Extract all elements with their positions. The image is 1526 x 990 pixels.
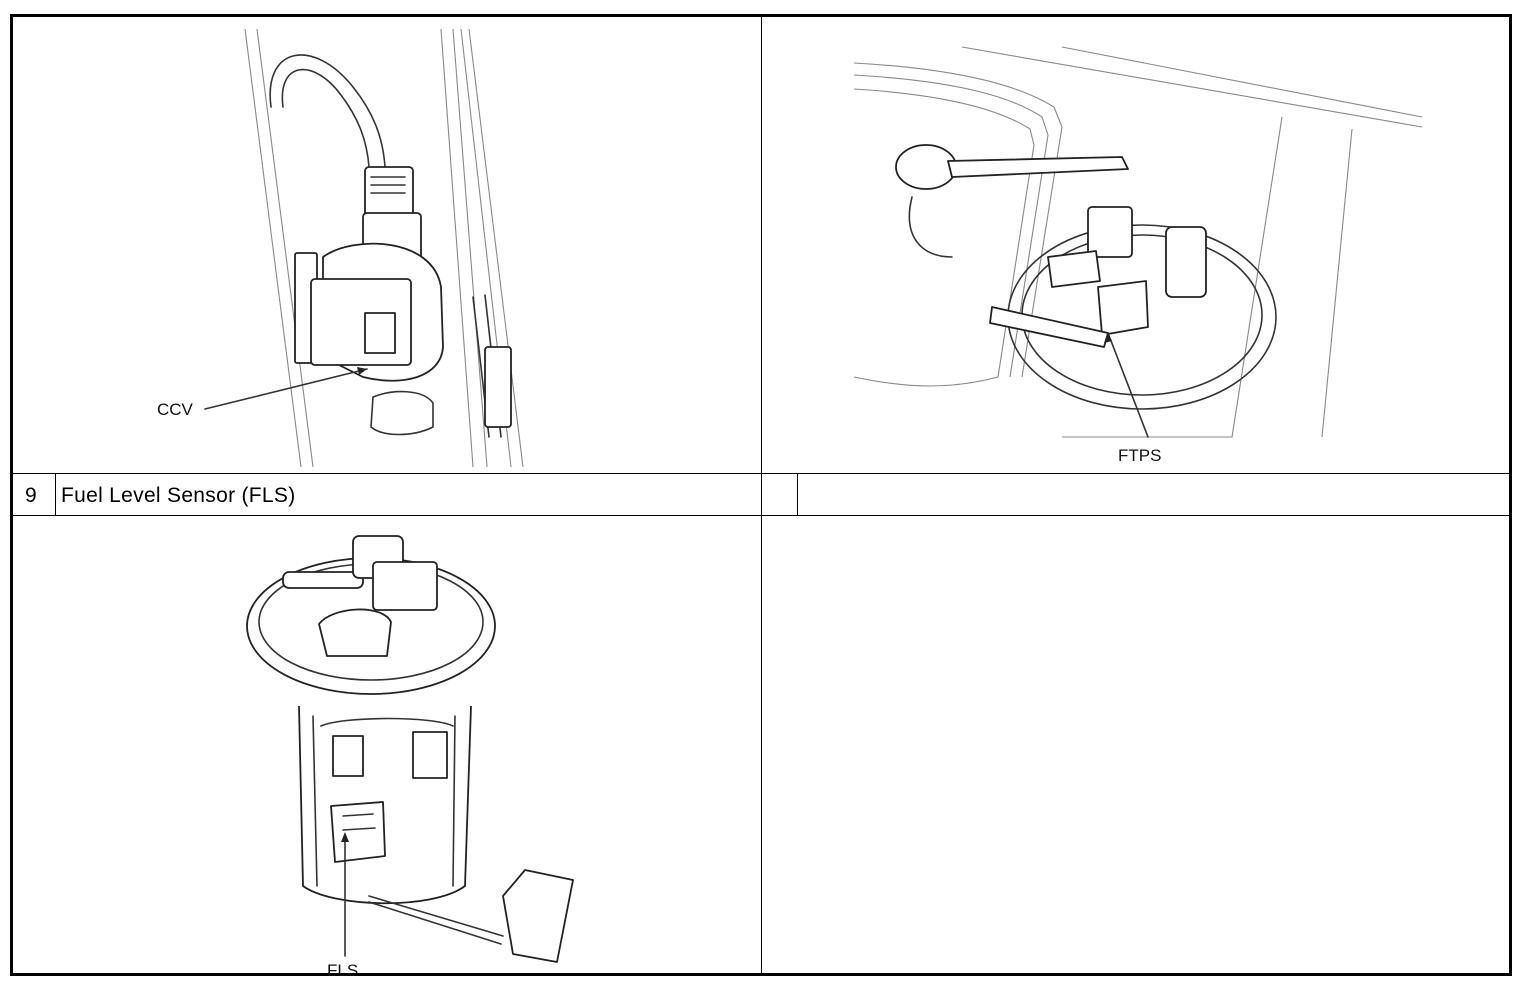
column-divider (761, 17, 762, 973)
index-divider-left (55, 473, 56, 515)
ftps-callout: FTPS (1118, 446, 1161, 465)
ftps-illustration: FTPS (853, 46, 1423, 465)
ccv-illustration: CCV (157, 28, 524, 468)
row-title-left: Fuel Level Sensor (FLS) (61, 484, 296, 507)
component-table: 9 Fuel Level Sensor (FLS) CCV (10, 14, 1512, 980)
ccv-callout: CCV (157, 400, 194, 419)
index-divider-right (797, 473, 798, 515)
row-divider-top (13, 473, 1509, 474)
fls-callout: FLS (327, 961, 358, 980)
row-divider-bottom (13, 515, 1509, 516)
row-index-left: 9 (25, 484, 37, 507)
fls-illustration: FLS (246, 535, 574, 980)
